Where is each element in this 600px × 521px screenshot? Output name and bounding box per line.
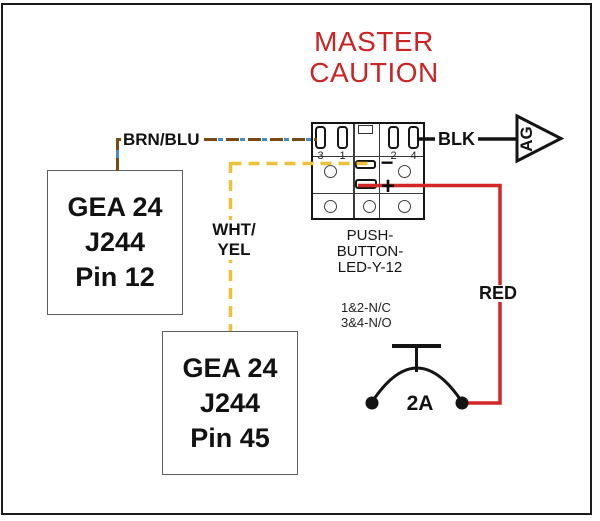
contact-note-line2: 3&4-N/O [341, 315, 392, 330]
gea24-pin12-line2: J244 [84, 227, 146, 257]
mounting-hole [398, 200, 411, 213]
contact-config-note: 1&2-N/C 3&4-N/O [341, 300, 392, 330]
terminal-blade-4 [408, 126, 419, 149]
pushbutton-part-label: PUSH- BUTTON- LED-Y-12 [315, 228, 425, 276]
brn-blu-wire-label: BRN/BLU [121, 130, 202, 149]
led-terminal-minus-blade [355, 160, 376, 169]
terminal-blade-1 [337, 126, 348, 149]
gea24-pin45-line3: Pin 45 [190, 422, 270, 453]
wht-yel-wire-label: WHT/ YEL [204, 220, 264, 260]
pushbutton-part-line3: LED-Y-12 [337, 259, 403, 276]
gea24-pin12-line3: Pin 12 [75, 262, 155, 292]
minus-polarity-sign: − [380, 150, 394, 175]
red-wire-label: RED [476, 284, 521, 302]
wht-yel-label-line2: YEL [217, 240, 251, 259]
pushbutton-block: 3 1 2 4 [311, 122, 425, 220]
terminal-blade-3 [315, 126, 326, 149]
plus-polarity-sign: + [380, 173, 395, 200]
terminal-number-1: 1 [339, 150, 346, 162]
diagram-title: MASTER CAUTION [274, 26, 474, 88]
gea24-pin45-line1: GEA 24 [182, 352, 278, 383]
pushbutton-part-line2: BUTTON- [336, 243, 404, 260]
wht-yel-label-line1: WHT/ [212, 220, 256, 239]
terminal-number-3: 3 [317, 150, 324, 162]
breaker-rating-label: 2A [406, 392, 434, 415]
terminal-number-4: 4 [410, 150, 417, 162]
pushbutton-grid-line [378, 124, 380, 218]
mounting-hole [363, 200, 376, 213]
mounting-hole [398, 165, 411, 178]
gea24-pin12-line1: GEA 24 [67, 192, 163, 222]
mounting-hole [324, 200, 337, 213]
blk-wire-label: BLK [435, 129, 478, 149]
ground-label: AG [517, 126, 536, 152]
pushbutton-grid-line [313, 192, 423, 194]
gea24-pin12-box: GEA 24 J244 Pin 12 [47, 170, 183, 315]
contact-note-line1: 1&2-N/C [341, 300, 391, 315]
pushbutton-part-line1: PUSH- [346, 227, 394, 244]
title-line-1: MASTER [314, 26, 434, 57]
led-terminal-plus-blade [355, 179, 377, 189]
diagram-border [1, 3, 592, 515]
title-line-2: CAUTION [309, 57, 439, 88]
terminal-number-2: 2 [390, 150, 397, 162]
pushbutton-grid-line [353, 124, 355, 218]
gea24-pin45-line2: J244 [199, 387, 261, 418]
mounting-hole [324, 165, 337, 178]
gea24-pin45-box: GEA 24 J244 Pin 45 [162, 331, 298, 475]
keying-tab [358, 125, 373, 134]
terminal-blade-2 [388, 126, 399, 149]
pushbutton-grid-line [313, 155, 423, 157]
